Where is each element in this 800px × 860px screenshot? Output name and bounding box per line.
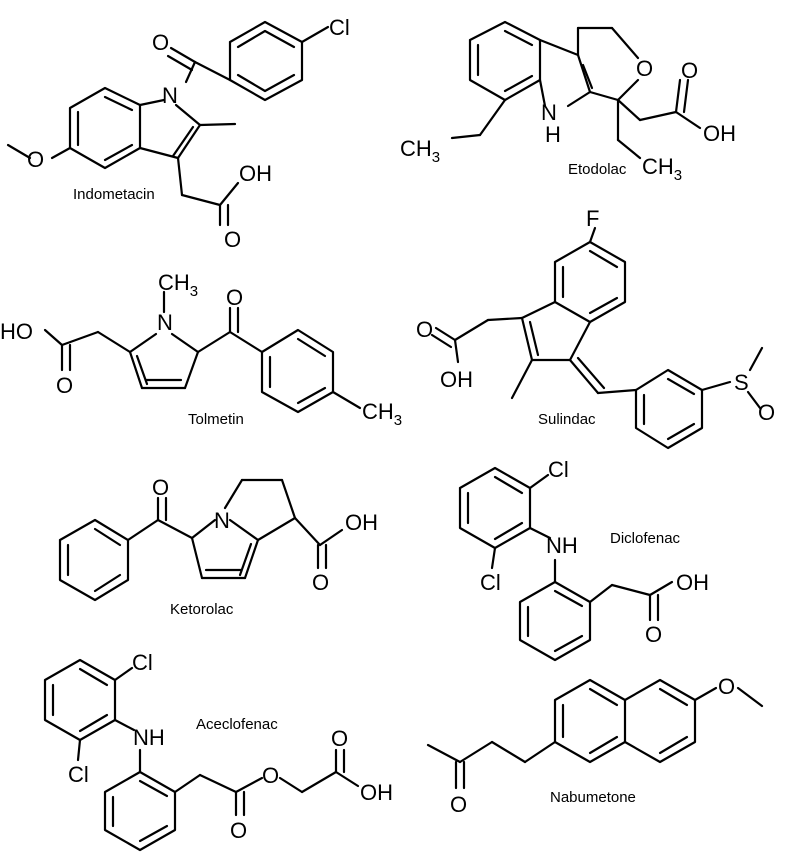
methyl-group: CH3: [362, 399, 402, 429]
amine-group: NH: [546, 533, 578, 558]
oxygen-atom: O: [27, 147, 44, 172]
aceclofenac-structure: Cl NH Cl O O O OH Aceclofenac: [43, 650, 393, 852]
nitrogen-atom: N: [541, 100, 557, 125]
etodolac-label: Etodolac: [568, 161, 627, 178]
diclofenac-structure: Cl NH Cl OH O Diclofenac: [458, 457, 709, 662]
oxygen-atom: O: [331, 726, 348, 751]
nabumetone-structure: O O Nabumetone: [426, 674, 764, 817]
oxygen-atom: O: [152, 475, 169, 500]
methyl-group: CH3: [400, 136, 440, 166]
methyl-group: CH3: [642, 154, 682, 184]
chlorine-atom: Cl: [68, 762, 89, 787]
chlorine-atom: Cl: [329, 15, 350, 40]
diclofenac-label: Diclofenac: [610, 530, 681, 547]
fluorine-atom: F: [586, 206, 599, 231]
oxygen-atom: O: [262, 763, 279, 788]
chlorine-atom: Cl: [548, 457, 569, 482]
hydroxyl-group: OH: [345, 510, 378, 535]
hydroxyl-group: OH: [676, 570, 709, 595]
oxygen-atom: O: [416, 317, 433, 342]
etodolac-structure: O N H O OH CH3 CH3 Etodolac: [400, 20, 736, 184]
hydroxyl-group: OH: [440, 367, 473, 392]
chlorine-atom: Cl: [132, 650, 153, 675]
methyl-group: CH3: [158, 270, 198, 300]
amine-group: NH: [133, 725, 165, 750]
chlorine-atom: Cl: [480, 570, 501, 595]
tolmetin-structure: N CH3 HO O O CH3 Tolmetin: [0, 270, 402, 429]
oxygen-atom: O: [312, 570, 329, 595]
nitrogen-atom: N: [157, 310, 173, 335]
nitrogen-atom: N: [214, 508, 230, 533]
oxygen-atom: O: [758, 400, 775, 425]
oxygen-atom: O: [718, 674, 735, 699]
oxygen-atom: O: [681, 58, 698, 83]
oxygen-atom: O: [450, 792, 467, 817]
hydrogen-atom: H: [545, 122, 561, 147]
oxygen-atom: O: [636, 56, 653, 81]
oxygen-atom: O: [226, 285, 243, 310]
ketorolac-label: Ketorolac: [170, 601, 234, 618]
hydroxyl-group: OH: [239, 161, 272, 186]
ketorolac-structure: O N OH O Ketorolac: [58, 475, 378, 618]
hydroxyl-group: OH: [703, 121, 736, 146]
aceclofenac-label: Aceclofenac: [196, 716, 278, 733]
indometacin-structure: Cl O N O OH O Indometacin: [6, 15, 350, 252]
indometacin-label: Indometacin: [73, 186, 155, 203]
oxygen-atom: O: [152, 30, 169, 55]
tolmetin-label: Tolmetin: [188, 411, 244, 428]
oxygen-atom: O: [56, 373, 73, 398]
sulindac-structure: F O OH S O Sulindac: [416, 206, 775, 450]
nitrogen-atom: N: [162, 83, 178, 108]
sulfur-atom: S: [734, 370, 749, 395]
nabumetone-label: Nabumetone: [550, 789, 636, 806]
oxygen-atom: O: [230, 818, 247, 843]
sulindac-label: Sulindac: [538, 411, 596, 428]
hydroxyl-group: HO: [0, 319, 33, 344]
hydroxyl-group: OH: [360, 780, 393, 805]
oxygen-atom: O: [224, 227, 241, 252]
oxygen-atom: O: [645, 622, 662, 647]
